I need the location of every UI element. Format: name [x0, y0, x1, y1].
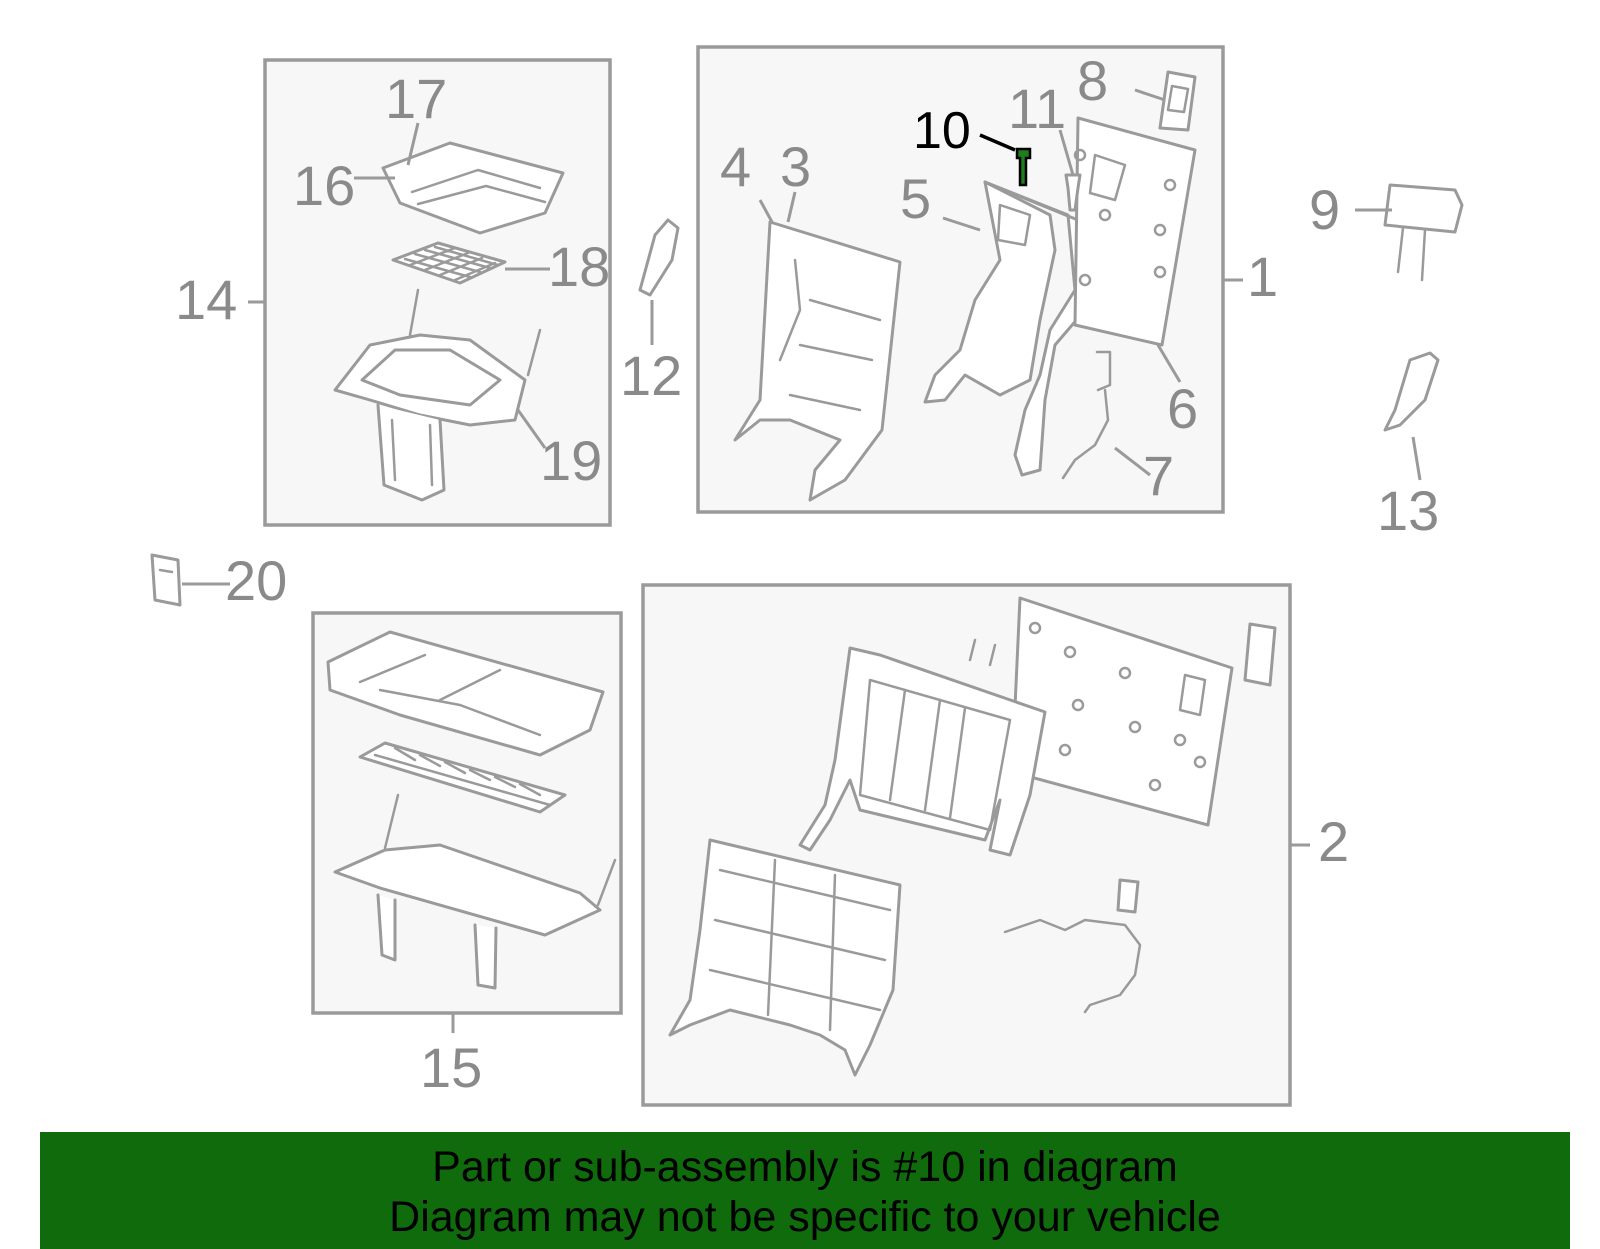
banner-line-1: Part or sub-assembly is #10 in diagram	[432, 1143, 1178, 1191]
callouts: 1 2 3 4 5 6 7 8 9 10 11 12 13 14 15 16 1…	[175, 49, 1439, 1099]
callout-20: 20	[225, 549, 287, 612]
callout-2: 2	[1318, 810, 1349, 873]
parts-diagram: 1 2 3 4 5 6 7 8 9 10 11 12 13 14 15 16 1…	[150, 45, 1464, 1107]
part-20-clip	[150, 553, 182, 607]
callout-13: 13	[1377, 479, 1439, 542]
callout-14: 14	[175, 268, 237, 331]
part-12-trim	[638, 218, 680, 297]
callout-18: 18	[548, 235, 610, 298]
callout-16: 16	[293, 154, 355, 217]
part-10-highlighted-icon	[1015, 147, 1032, 187]
headrest-guide-part	[1064, 173, 1082, 212]
box-group-14	[263, 58, 612, 527]
callout-17: 17	[385, 67, 447, 130]
callout-1: 1	[1247, 245, 1278, 308]
callout-15: 15	[420, 1036, 482, 1099]
rear-wire-harness-part	[1003, 918, 1142, 1014]
box-group-1	[696, 45, 1225, 514]
banner-line-2: Diagram may not be specific to your vehi…	[389, 1193, 1221, 1241]
callout-12: 12	[620, 344, 682, 407]
callout-3: 3	[780, 135, 811, 198]
latch-cover-part	[1158, 70, 1197, 132]
seatback-panel-part	[1073, 116, 1197, 347]
callout-4: 4	[720, 135, 751, 198]
callout-19: 19	[540, 429, 602, 492]
callout-9: 9	[1309, 178, 1340, 241]
info-banner: Part or sub-assembly is #10 in diagram D…	[40, 1132, 1570, 1249]
box-group-2	[641, 583, 1292, 1107]
callout-5: 5	[900, 167, 931, 230]
seatback-cover-part	[733, 220, 902, 502]
bench-cushion-part	[326, 630, 605, 757]
leader-lines	[182, 88, 1422, 1033]
callout-6: 6	[1167, 377, 1198, 440]
bench-frame-part	[333, 843, 602, 937]
rear-seatback-frame-part	[798, 646, 1047, 857]
part-13-bracket	[1383, 351, 1440, 432]
seat-cushion-part	[381, 141, 565, 235]
callout-8: 8	[1077, 49, 1108, 112]
part-9-headrest	[1383, 183, 1464, 234]
wire-harness-part	[1061, 350, 1112, 480]
callout-10-highlighted: 10	[913, 102, 971, 160]
callout-7: 7	[1143, 444, 1174, 507]
callout-11: 11	[1008, 77, 1066, 140]
box-group-15	[311, 611, 623, 1015]
